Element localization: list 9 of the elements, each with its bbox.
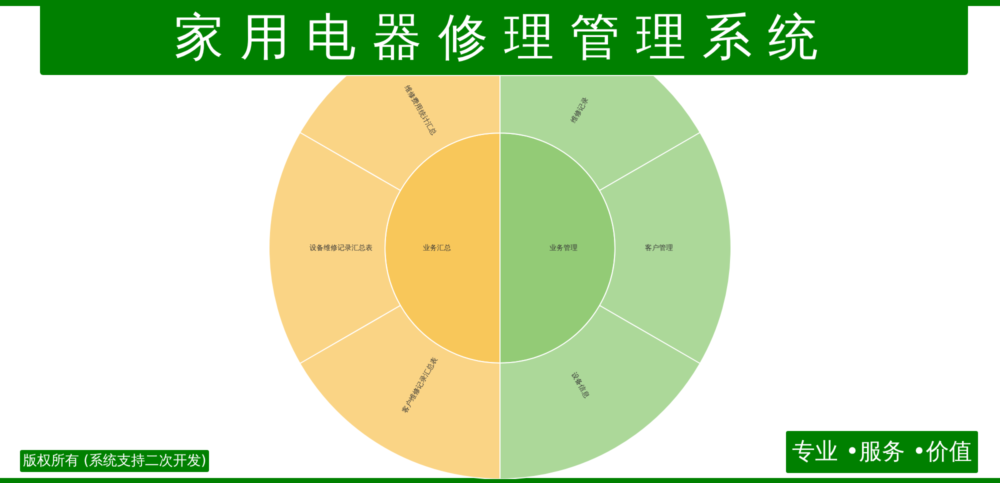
outer-ring-sector <box>500 305 701 479</box>
outer-ring-sector <box>299 76 500 191</box>
outer-ring-sector <box>599 132 731 364</box>
copyright-note: 版权所有 (系统支持二次开发) <box>20 450 210 472</box>
outer-ring-sector <box>299 305 500 479</box>
outer-ring-sector <box>500 76 701 191</box>
outer-ring-sector <box>269 132 401 364</box>
slogan-badge: 专业 •服务 •价值 <box>786 431 978 473</box>
inner-ring-sector <box>500 133 615 363</box>
